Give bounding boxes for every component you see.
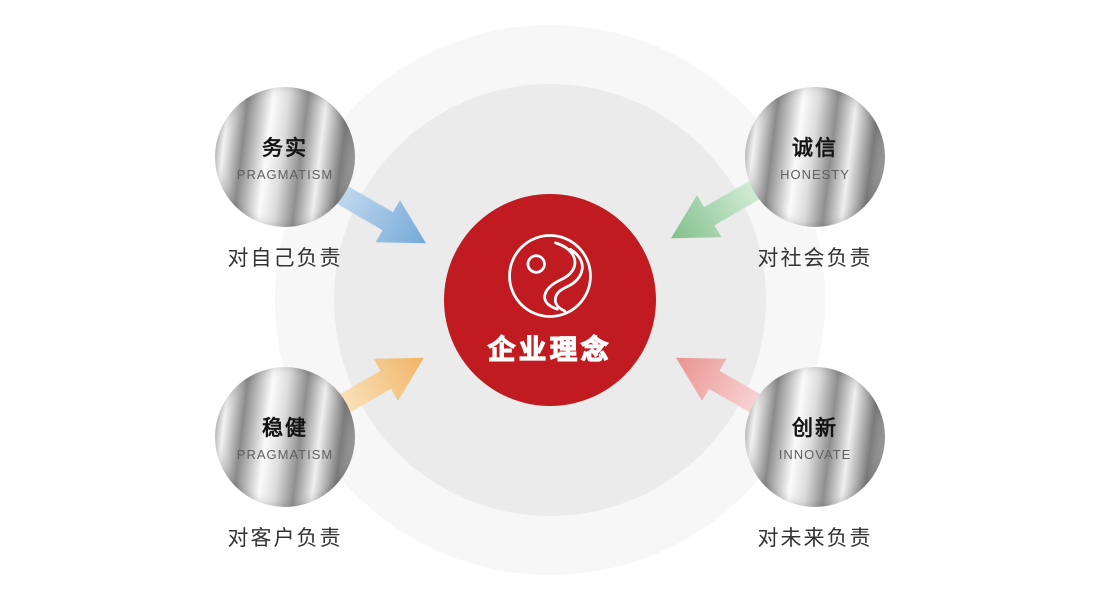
node-label-zh: 稳健: [262, 417, 308, 440]
node-circle-honesty: 诚信 HONESTY: [745, 87, 885, 227]
caption-self-responsibility: 对自己负责: [227, 247, 343, 270]
node-circle-pragmatism: 务实 PRAGMATISM: [215, 87, 355, 227]
center-title: 企业理念: [487, 334, 612, 365]
node-circle-innovate: 创新 INNOVATE: [745, 367, 885, 507]
node-label-en: INNOVATE: [778, 447, 852, 462]
caption-customer-responsibility: 对客户负责: [227, 527, 343, 550]
node-label-zh: 务实: [262, 137, 308, 160]
node-label-en: PRAGMATISM: [236, 167, 334, 182]
node-label-zh: 诚信: [792, 137, 838, 160]
center-circle: 企业理念: [444, 194, 656, 406]
caption-society-responsibility: 对社会负责: [757, 247, 873, 270]
node-label-en: PRAGMATISM: [236, 447, 334, 462]
s-emblem-icon: [508, 233, 592, 318]
node-label-en: HONESTY: [780, 167, 850, 182]
caption-future-responsibility: 对未来负责: [757, 527, 873, 550]
node-circle-steady: 稳健 PRAGMATISM: [215, 367, 355, 507]
node-label-zh: 创新: [792, 417, 838, 440]
